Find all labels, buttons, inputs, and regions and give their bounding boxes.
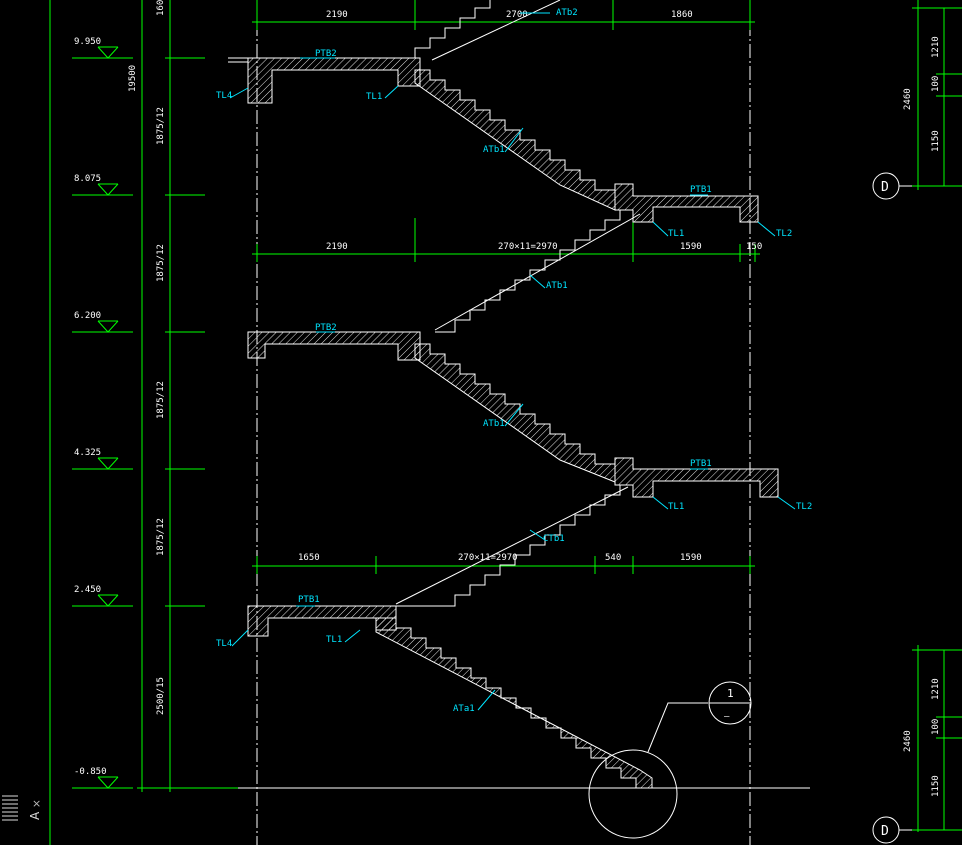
right-dimension: 1210 [931, 678, 941, 700]
horizontal-dimension: 270×11=2970 [498, 242, 558, 252]
tag-tl1: TL1 [668, 502, 684, 512]
elevation-label: 2.450 [74, 585, 101, 595]
horizontal-dimension: 150 [746, 242, 762, 252]
horizontal-dimension: 540 [605, 553, 621, 563]
horizontal-dimension: 2190 [326, 10, 348, 20]
tag-ptb2: PTB2 [315, 323, 337, 333]
horizontal-dimension: 1860 [671, 10, 693, 20]
elevation-label: -0.850 [74, 767, 107, 777]
elevation-label: 4.325 [74, 448, 101, 458]
right-dimension: 2460 [903, 88, 913, 110]
tag-tl1: TL1 [326, 635, 342, 645]
detail-callout [588, 681, 752, 839]
command-toolbar[interactable] [0, 790, 22, 845]
detail-callout-number: 1 [727, 687, 734, 700]
command-line-label: A [28, 811, 42, 820]
elevation-markers [97, 46, 119, 789]
right-dimension: 2460 [903, 730, 913, 752]
annotation-leaders [229, 12, 796, 711]
axis-grid-lines [256, 0, 751, 845]
elevation-label: 8.075 [74, 174, 101, 184]
tag-tl4: TL4 [216, 91, 232, 101]
horizontal-dimension: 2700 [506, 10, 528, 20]
tag-ata1: ATa1 [453, 704, 475, 714]
vertical-dimension: 1875/12 [156, 244, 166, 282]
tag-ptb2: PTB2 [315, 49, 337, 59]
axis-label-d: D [881, 180, 889, 195]
close-icon[interactable]: × [32, 797, 42, 810]
stair-section [228, 0, 810, 789]
tag-atb2: ATb2 [556, 8, 578, 18]
right-dimension: 100 [931, 76, 941, 92]
vertical-dimension: 1600 [156, 0, 166, 16]
tag-tl4: TL4 [216, 639, 232, 649]
tag-tl1: TL1 [668, 229, 684, 239]
right-dimension: 1150 [931, 130, 941, 152]
tag-ptb1: PTB1 [690, 459, 712, 469]
axis-bubbles [872, 172, 912, 844]
tag-atb1: ATb1 [546, 281, 568, 291]
tag-tl2: TL2 [796, 502, 812, 512]
elevation-label: 9.950 [74, 37, 101, 47]
axis-label-d: D [881, 824, 889, 839]
vertical-dimension: 19500 [128, 65, 138, 92]
vertical-dimension: 1875/12 [156, 381, 166, 419]
right-dimension: 1210 [931, 36, 941, 58]
tag-ctb1: CTb1 [543, 534, 565, 544]
horizontal-dimension-chains [252, 0, 760, 574]
tag-ptb1: PTB1 [298, 595, 320, 605]
vertical-dimension: 1875/12 [156, 107, 166, 145]
horizontal-dimension: 2190 [326, 242, 348, 252]
left-dimension-lines [49, 0, 240, 845]
tag-atb1: ATb1 [483, 145, 505, 155]
horizontal-dimension: 1590 [680, 553, 702, 563]
toolbar-grip-icon[interactable] [2, 794, 18, 824]
tag-atb1: ATb1 [483, 419, 505, 429]
horizontal-dimension: 1590 [680, 242, 702, 252]
detail-callout-sheet: — [724, 712, 730, 722]
vertical-dimension: 2500/15 [156, 677, 166, 715]
tag-tl2: TL2 [776, 229, 792, 239]
tag-tl1: TL1 [366, 92, 382, 102]
right-dimension: 1150 [931, 775, 941, 797]
right-dimension-lines [912, 0, 962, 832]
horizontal-dimension: 1650 [298, 553, 320, 563]
elevation-label: 6.200 [74, 311, 101, 321]
tag-ptb1: PTB1 [690, 185, 712, 195]
vertical-dimension: 1875/12 [156, 518, 166, 556]
right-dimension: 100 [931, 719, 941, 735]
